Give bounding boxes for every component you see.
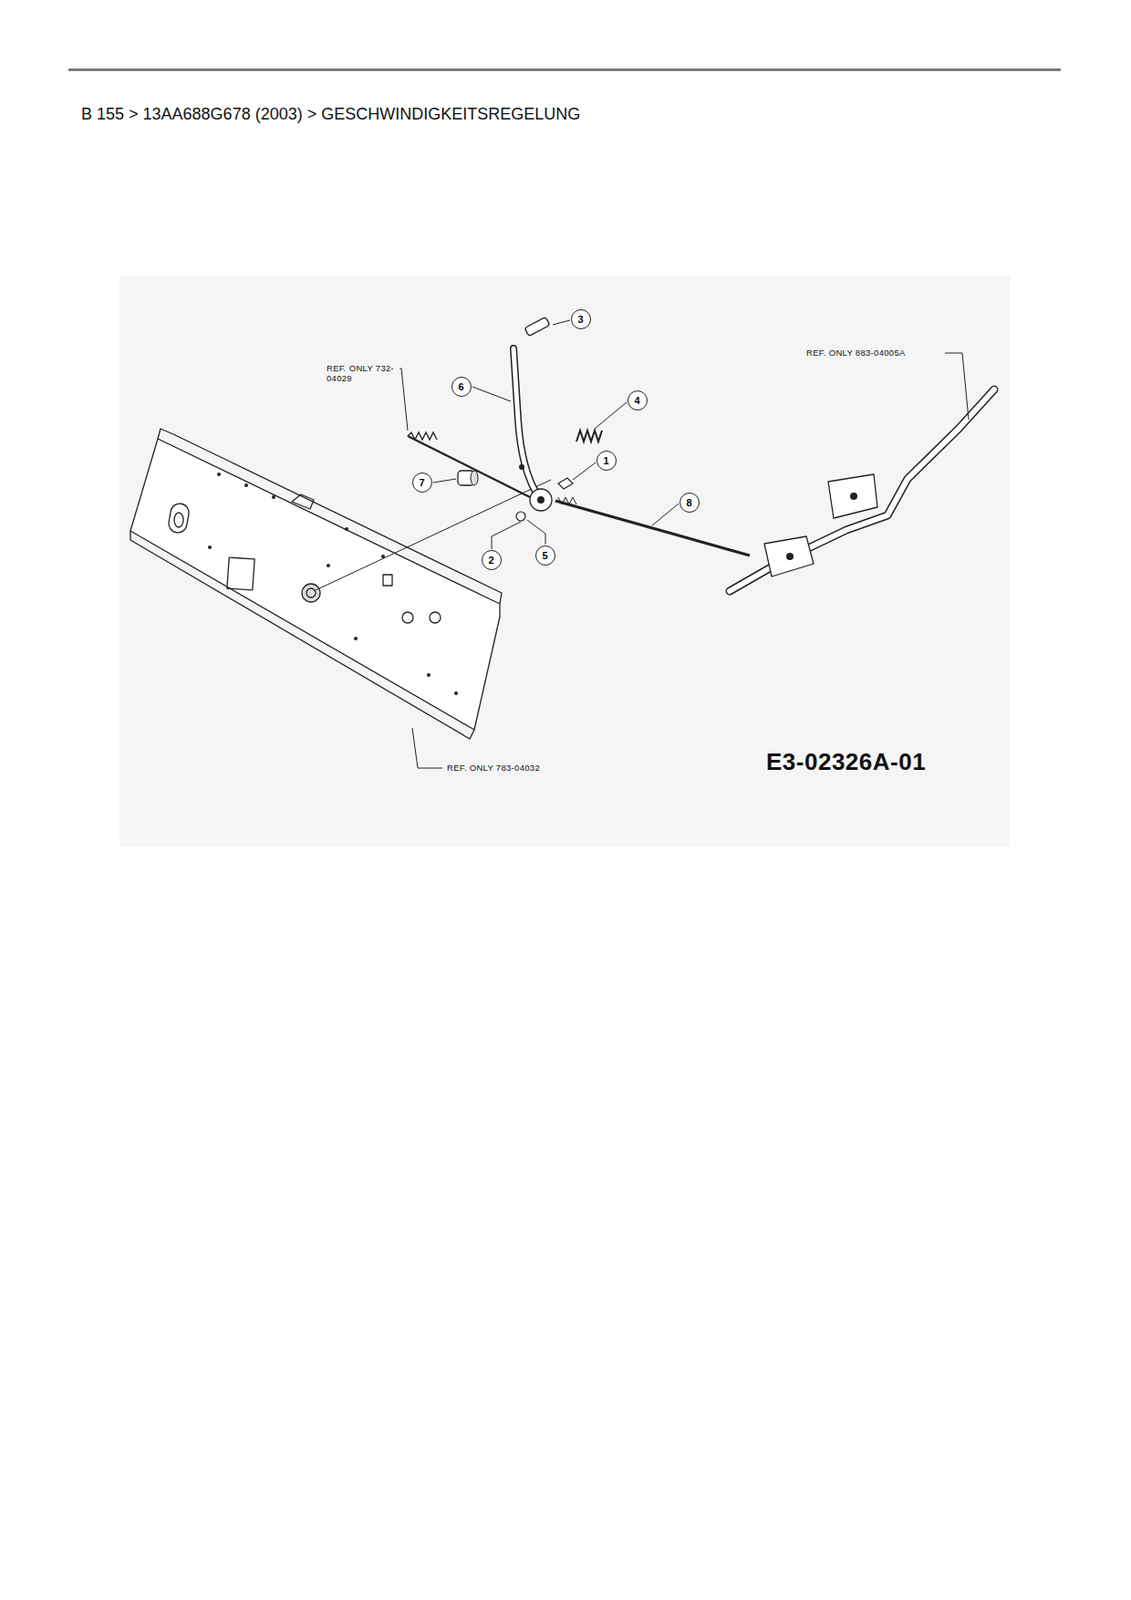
callout-number: 7 <box>412 472 433 493</box>
callout-number: 3 <box>570 309 592 330</box>
callout-number: 1 <box>596 450 617 471</box>
control-lever <box>513 348 552 511</box>
drawing-number: E3-02326A-01 <box>764 747 928 777</box>
link-rod <box>407 432 530 498</box>
speed-rod <box>555 497 750 556</box>
callout-number: 8 <box>679 492 700 513</box>
small-parts <box>457 470 573 521</box>
lever-grip <box>524 316 550 336</box>
chassis-panel <box>130 428 502 739</box>
reference-note: REF. ONLY 783-04032 <box>445 762 542 773</box>
illustration-ground <box>119 275 1010 847</box>
top-rule <box>68 68 1061 72</box>
callout-number: 2 <box>481 549 502 571</box>
callout-number: 5 <box>535 545 556 566</box>
callout-number: 4 <box>627 390 648 411</box>
reference-note: REF. ONLY 732-04029 <box>324 363 400 384</box>
page-title: B 155 > 13AA688G678 (2003) > GESCHWINDIG… <box>81 104 581 125</box>
panel-holes <box>207 472 458 696</box>
spring <box>576 430 602 442</box>
callout-number: 6 <box>451 376 472 397</box>
shift-shaft <box>729 389 995 592</box>
leader-lines <box>394 320 969 768</box>
reference-note: REF. ONLY 883-04005A <box>804 347 908 358</box>
axis-line <box>315 479 551 591</box>
